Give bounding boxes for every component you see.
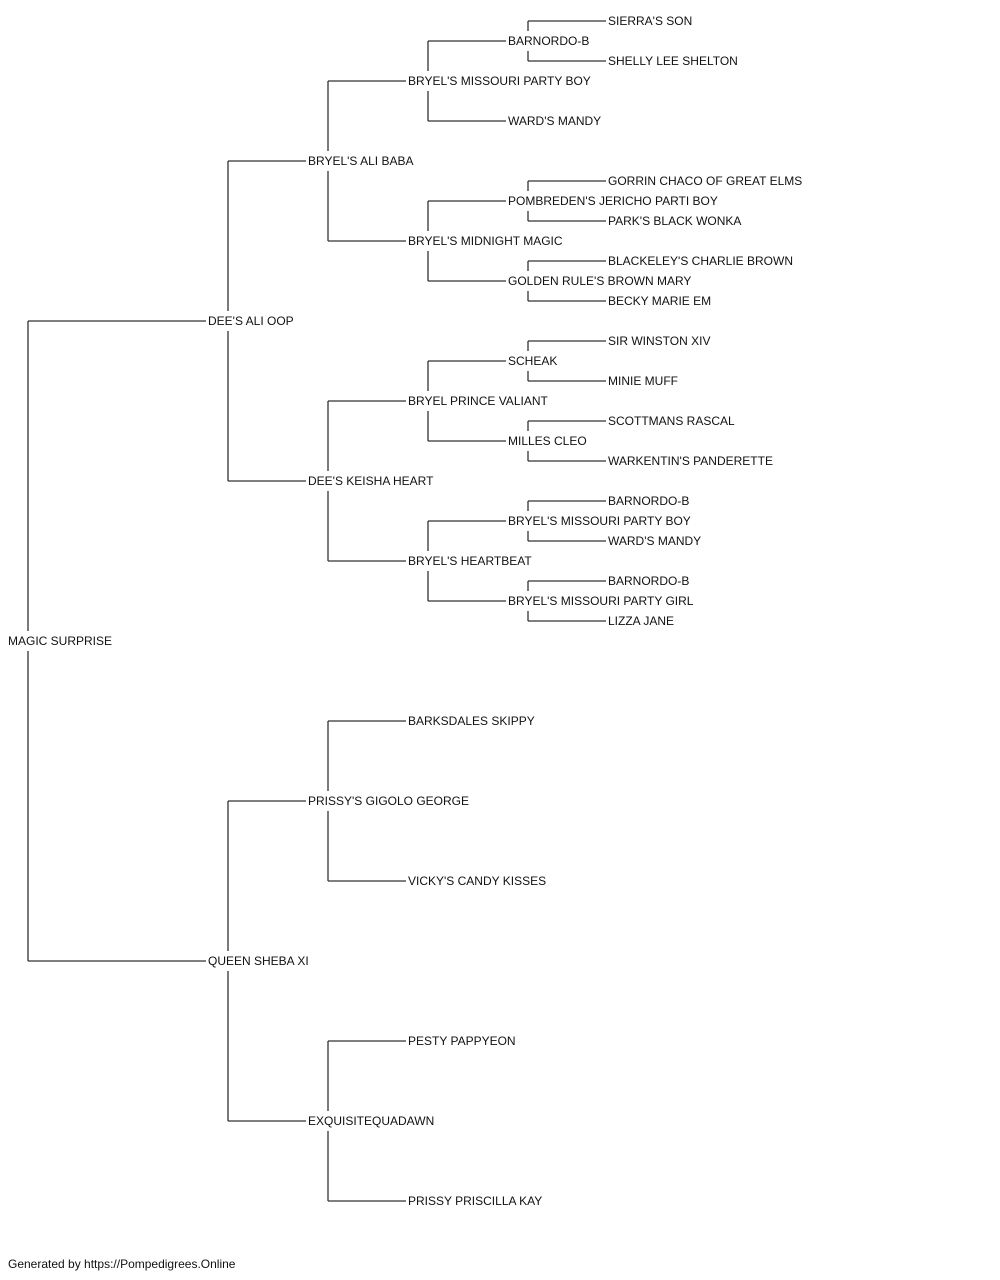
- ancestor-pesty-pappyeon: PESTY PAPPYEON: [408, 1034, 516, 1048]
- ancestor-golden-rule-s-brown-mary: GOLDEN RULE'S BROWN MARY: [508, 274, 691, 288]
- ancestor-becky-marie-em: BECKY MARIE EM: [608, 294, 711, 308]
- ancestor-ward-s-mandy: WARD'S MANDY: [608, 534, 701, 548]
- ancestor-pombreden-s-jericho-parti-boy: POMBREDEN'S JERICHO PARTI BOY: [508, 194, 718, 208]
- footer-credit: Generated by https://Pompedigrees.Online: [8, 1257, 236, 1271]
- ancestor-bryel-s-missouri-party-boy: BRYEL'S MISSOURI PARTY BOY: [408, 74, 591, 88]
- ancestor-bryel-s-missouri-party-girl: BRYEL'S MISSOURI PARTY GIRL: [508, 594, 694, 608]
- ancestor-barnordo-b: BARNORDO-B: [608, 494, 689, 508]
- ancestor-milles-cleo: MILLES CLEO: [508, 434, 587, 448]
- ancestor-gorrin-chaco-of-great-elms: GORRIN CHACO OF GREAT ELMS: [608, 174, 802, 188]
- ancestor-bryel-s-ali-baba: BRYEL'S ALI BABA: [308, 154, 413, 168]
- ancestor-lizza-jane: LIZZA JANE: [608, 614, 674, 628]
- ancestor-shelly-lee-shelton: SHELLY LEE SHELTON: [608, 54, 738, 68]
- ancestor-barnordo-b: BARNORDO-B: [508, 34, 589, 48]
- ancestor-sir-winston-xiv: SIR WINSTON XIV: [608, 334, 710, 348]
- ancestor-blackeley-s-charlie-brown: BLACKELEY'S CHARLIE BROWN: [608, 254, 793, 268]
- ancestor-queen-sheba-xi: QUEEN SHEBA XI: [208, 954, 309, 968]
- ancestor-warkentin-s-panderette: WARKENTIN'S PANDERETTE: [608, 454, 773, 468]
- ancestor-bryel-prince-valiant: BRYEL PRINCE VALIANT: [408, 394, 548, 408]
- ancestor-bryel-s-heartbeat: BRYEL'S HEARTBEAT: [408, 554, 532, 568]
- ancestor-dee-s-ali-oop: DEE'S ALI OOP: [208, 314, 294, 328]
- ancestor-vicky-s-candy-kisses: VICKY'S CANDY KISSES: [408, 874, 546, 888]
- ancestor-ward-s-mandy: WARD'S MANDY: [508, 114, 601, 128]
- ancestor-magic-surprise: MAGIC SURPRISE: [8, 634, 112, 648]
- ancestor-barksdales-skippy: BARKSDALES SKIPPY: [408, 714, 535, 728]
- ancestor-scottmans-rascal: SCOTTMANS RASCAL: [608, 414, 735, 428]
- ancestor-minie-muff: MINIE MUFF: [608, 374, 678, 388]
- ancestor-prissy-s-gigolo-george: PRISSY'S GIGOLO GEORGE: [308, 794, 469, 808]
- ancestor-exquisitequadawn: EXQUISITEQUADAWN: [308, 1114, 434, 1128]
- ancestor-barnordo-b: BARNORDO-B: [608, 574, 689, 588]
- ancestor-prissy-priscilla-kay: PRISSY PRISCILLA KAY: [408, 1194, 542, 1208]
- ancestor-park-s-black-wonka: PARK'S BLACK WONKA: [608, 214, 741, 228]
- ancestor-bryel-s-midnight-magic: BRYEL'S MIDNIGHT MAGIC: [408, 234, 563, 248]
- ancestor-dee-s-keisha-heart: DEE'S KEISHA HEART: [308, 474, 434, 488]
- ancestor-bryel-s-missouri-party-boy: BRYEL'S MISSOURI PARTY BOY: [508, 514, 691, 528]
- ancestor-scheak: SCHEAK: [508, 354, 557, 368]
- ancestor-sierra-s-son: SIERRA'S SON: [608, 14, 692, 28]
